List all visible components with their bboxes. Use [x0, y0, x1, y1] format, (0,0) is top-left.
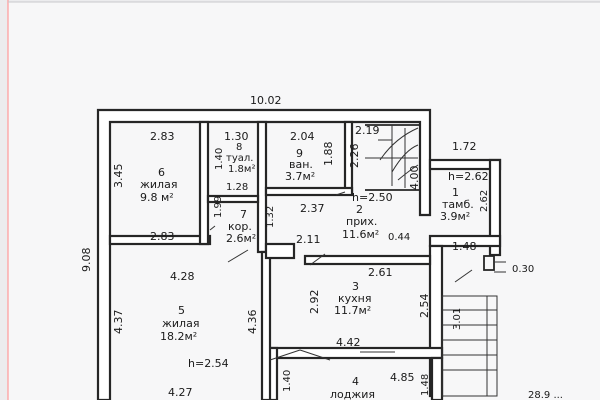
door-swings [209, 191, 473, 361]
dim-r4-left: 1.40 [282, 370, 293, 392]
dim-r6-width-b: 2.83 [150, 230, 175, 243]
room9-name: ван. [289, 158, 313, 171]
dim-r7-width: 1.99 [213, 196, 224, 218]
dim-r2-width: 2.37 [300, 202, 325, 215]
room6-num: 6 [158, 166, 165, 179]
dim-r1-bottom: 1.48 [452, 240, 477, 253]
wall-r6-bottom [108, 234, 212, 246]
entrance-steps [441, 255, 506, 397]
dim-r3-height: 2.92 [308, 290, 321, 315]
room9-area: 3.7м² [285, 170, 315, 183]
room2-num: 2 [356, 203, 363, 216]
room7-name: кор. [228, 220, 252, 233]
wall-r4-right [430, 356, 444, 400]
dim-r9-width: 2.04 [290, 130, 315, 143]
room3-num: 3 [352, 280, 359, 293]
wall-r2-bottom [303, 254, 432, 266]
room3-area: 11.7м² [334, 304, 371, 317]
room7-area: 2.6м² [226, 232, 256, 245]
dim-stair-top: 2.19 [355, 124, 380, 137]
wall-r1-bottom [428, 234, 502, 248]
wall-r9-bottom [264, 186, 354, 197]
dim-r5-width-b: 4.27 [168, 386, 193, 399]
wall-r5-right [260, 250, 272, 400]
room7-num: 7 [240, 208, 247, 221]
dim-r8-height-b: 1.28 [226, 182, 248, 193]
room5-area: 18.2м² [160, 330, 197, 343]
room6-name: жилая [140, 178, 177, 191]
dim-steps-height: 3.01 [452, 308, 463, 330]
dim-r2-step: 0.44 [388, 232, 410, 243]
wall-r6-right [198, 120, 210, 246]
sheet [8, 2, 600, 400]
room4-name: лоджия [330, 388, 375, 400]
dim-r4-right: 1.48 [420, 374, 431, 396]
dim-total-width: 10.02 [250, 94, 282, 107]
dim-r5-height-b: 4.36 [246, 310, 259, 335]
dim-r6-height: 3.45 [112, 164, 125, 189]
dim-r3-height-b: 2.54 [418, 294, 431, 319]
wall-r8-bottom [206, 194, 260, 204]
room2-area: 11.6м² [342, 228, 379, 241]
room9-num: 9 [296, 147, 303, 160]
dim-r7-height: 1.32 [265, 206, 276, 228]
room5-height: h=2.54 [188, 357, 229, 370]
room1-height: h=2.62 [448, 170, 489, 183]
room8-num: 8 [236, 142, 242, 153]
dim-r8-height: 1.40 [214, 148, 225, 170]
wall-r3-bottom [265, 346, 444, 360]
wall-corridor-box [264, 242, 296, 260]
room2-height: h=2.50 [352, 191, 393, 204]
room1-num: 1 [452, 186, 459, 199]
outer-wall-upper [96, 108, 432, 400]
dim-stair-side: 2.26 [348, 144, 361, 169]
staircase [365, 124, 421, 191]
dim-r3-width: 2.61 [368, 266, 393, 279]
dim-r5-width: 4.28 [170, 270, 195, 283]
room6-area: 9.8 м² [140, 191, 174, 204]
dim-edge-note: 28.9 ... [528, 390, 563, 400]
room8-name: туал. [226, 153, 253, 164]
dim-r2-sub: 2.11 [296, 233, 321, 246]
room2-name: прих. [346, 215, 377, 228]
room5-num: 5 [178, 304, 185, 317]
dim-r2-height: 4.00 [408, 166, 421, 191]
room5-name: жилая [162, 317, 199, 330]
room1-name: тамб. [442, 198, 474, 211]
dim-r1-side: 2.62 [479, 190, 490, 212]
dim-total-height: 9.08 [80, 248, 93, 273]
dim-r5-height: 4.37 [112, 310, 125, 335]
room3-name: кухня [338, 292, 371, 305]
dim-r6-width: 2.83 [150, 130, 175, 143]
dim-r1-top: 1.72 [452, 140, 477, 153]
room4-num: 4 [352, 375, 359, 388]
room8-area: 1.8м² [228, 164, 255, 175]
dim-r9-height: 1.88 [322, 142, 335, 167]
dim-porch: 0.30 [512, 264, 534, 275]
wall-r1-right [488, 158, 502, 257]
dim-r8-width: 1.30 [224, 130, 249, 143]
room1-area: 3.9м² [440, 210, 470, 223]
dim-r4-width: 4.85 [390, 371, 415, 384]
dim-r3-bottom: 4.42 [336, 336, 361, 349]
wall-r8-right [256, 120, 268, 254]
